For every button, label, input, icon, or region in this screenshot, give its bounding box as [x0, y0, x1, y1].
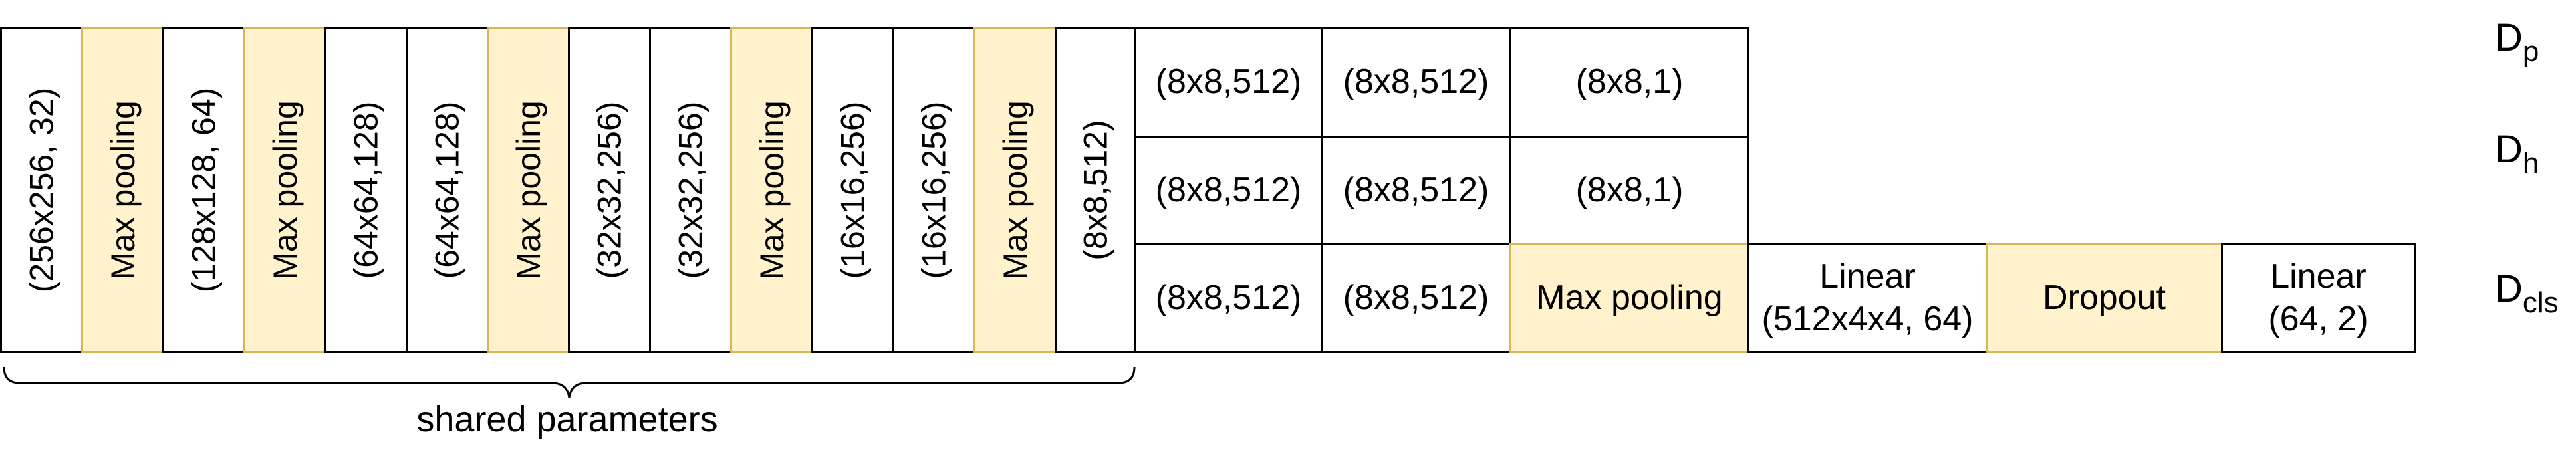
conv-layer: (8x8,512) — [1055, 27, 1136, 353]
layer-label: (8x8,1) — [1576, 170, 1684, 211]
conv-layer: (8x8,1) — [1509, 136, 1749, 245]
layer-label: Max pooling — [1536, 277, 1722, 319]
dropout-layer: Dropout — [1986, 243, 2223, 353]
max-pooling-layer: Max pooling — [730, 27, 813, 353]
row-label-subscript: p — [2522, 35, 2539, 68]
row-label-subscript: h — [2522, 147, 2539, 179]
layer-label-line: (8x8,512) — [1155, 62, 1302, 101]
layer-label: (8x8,512) — [1156, 61, 1302, 103]
linear-layer: Linear(64, 2) — [2221, 243, 2416, 353]
layer-label: (8x8,512) — [1156, 170, 1302, 211]
conv-layer: (256x256, 32) — [0, 27, 83, 353]
row-label-h: Dh — [2495, 130, 2539, 178]
layer-label-line: (8x8,512) — [1155, 170, 1302, 209]
conv-layer: (8x8,512) — [1321, 243, 1511, 353]
layer-label: Max pooling — [266, 100, 304, 280]
conv-layer: (16x16,256) — [892, 27, 975, 353]
layer-label-line: (8x8,512) — [1343, 278, 1489, 317]
layer-label-line: (8x8,512) — [1343, 62, 1489, 101]
layer-label: (8x8,512) — [1343, 277, 1489, 319]
row-label-cls: Dcls — [2495, 270, 2559, 318]
row-label-main: D — [2495, 128, 2523, 171]
layer-label-line: Linear — [2270, 257, 2367, 296]
layer-label-line: Linear — [1819, 257, 1916, 296]
layer-label: (8x8,512) — [1343, 170, 1489, 211]
layer-label-line: (512x4x4, 64) — [1761, 299, 1974, 338]
layer-label: (64x64,128) — [347, 101, 385, 279]
layer-label: (64x64,128) — [428, 101, 466, 279]
layer-label: (256x256, 32) — [23, 87, 61, 292]
layer-label-line: Dropout — [2043, 278, 2166, 317]
conv-layer: (8x8,512) — [1321, 136, 1511, 245]
conv-layer: (8x8,1) — [1509, 27, 1749, 138]
layer-label: (16x16,256) — [915, 101, 953, 279]
layer-label: Max pooling — [753, 100, 791, 280]
max-pooling-layer: Max pooling — [973, 27, 1057, 353]
row-label-p: Dp — [2495, 19, 2539, 66]
layer-label: Max pooling — [509, 100, 547, 280]
layer-label-line: Max pooling — [1536, 278, 1723, 317]
conv-layer: (8x8,512) — [1134, 136, 1323, 245]
max-pooling-layer: Max pooling — [81, 27, 164, 353]
conv-layer: (8x8,512) — [1321, 27, 1511, 138]
layer-label: Dropout — [2043, 277, 2166, 319]
layer-label: Max pooling — [104, 100, 142, 280]
conv-layer: (32x32,256) — [568, 27, 651, 353]
max-pooling-layer: Max pooling — [1509, 243, 1749, 353]
layer-label: (8x8,512) — [1156, 277, 1302, 319]
layer-label-line: (8x8,512) — [1155, 278, 1302, 317]
layer-label: Linear(64, 2) — [2268, 256, 2368, 340]
layer-label: (8x8,1) — [1576, 61, 1684, 103]
max-pooling-layer: Max pooling — [487, 27, 570, 353]
layer-label: (32x32,256) — [672, 101, 709, 279]
conv-layer: (16x16,256) — [811, 27, 894, 353]
row-label-main: D — [2495, 16, 2523, 59]
linear-layer: Linear(512x4x4, 64) — [1747, 243, 1988, 353]
conv-layer: (32x32,256) — [649, 27, 732, 353]
layer-label: Max pooling — [996, 100, 1034, 280]
layer-label: (8x8,512) — [1077, 119, 1114, 261]
layer-label: (32x32,256) — [590, 101, 628, 279]
layer-label-line: (8x8,1) — [1575, 170, 1684, 209]
layer-label-line: (64, 2) — [2268, 299, 2369, 338]
row-label-subscript: cls — [2522, 286, 2559, 319]
row-label-main: D — [2495, 267, 2523, 310]
layer-label-line: (8x8,512) — [1343, 170, 1489, 209]
conv-layer: (8x8,512) — [1134, 27, 1323, 138]
layer-label: Linear(512x4x4, 64) — [1762, 256, 1974, 340]
conv-layer: (8x8,512) — [1134, 243, 1323, 353]
shared-parameters-label: shared parameters — [416, 399, 718, 439]
layer-label-line: (8x8,1) — [1575, 62, 1684, 101]
conv-layer: (128x128, 64) — [162, 27, 245, 353]
layer-label: (16x16,256) — [834, 101, 872, 279]
max-pooling-layer: Max pooling — [243, 27, 326, 353]
conv-layer: (64x64,128) — [406, 27, 489, 353]
conv-layer: (64x64,128) — [324, 27, 408, 353]
layer-label: (128x128, 64) — [185, 87, 223, 292]
layer-label: (8x8,512) — [1343, 61, 1489, 103]
